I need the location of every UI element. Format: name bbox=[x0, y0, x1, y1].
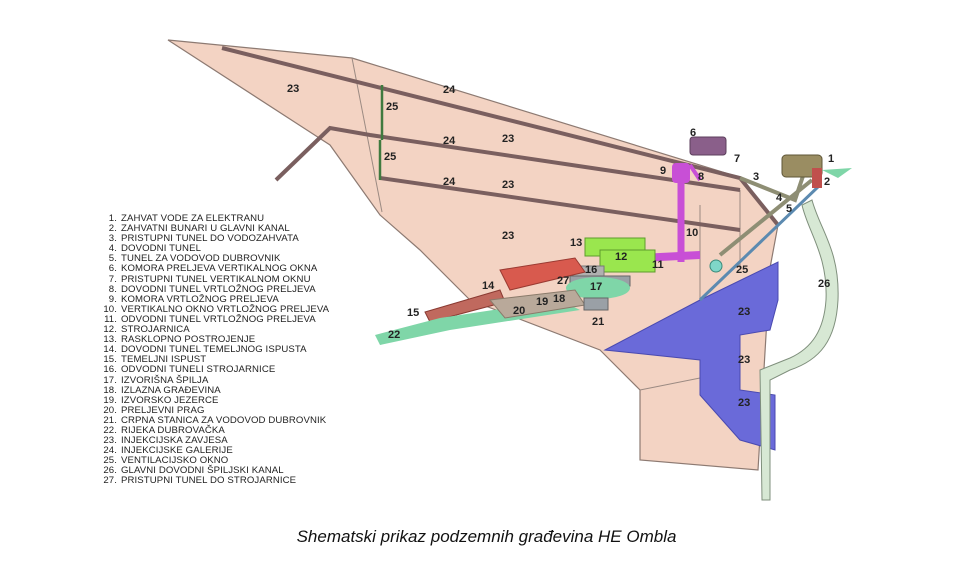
spring-cave bbox=[566, 277, 630, 299]
label-24: 24 bbox=[443, 176, 456, 188]
diagram-labels: 23 24 25 24 23 25 24 23 23 6 7 9 8 1 2 3… bbox=[287, 83, 834, 409]
label-2: 2 bbox=[824, 176, 830, 188]
label-18: 18 bbox=[553, 293, 565, 305]
injection-curtain-dark bbox=[603, 261, 779, 451]
legend-item: 26.GLAVNI DOVODNI ŠPILJSKI KANAL bbox=[103, 465, 284, 477]
legend-item: 4.DOVODNI TUNEL bbox=[108, 243, 202, 255]
intake-green-channel bbox=[822, 168, 852, 178]
label-27: 27 bbox=[557, 275, 569, 287]
legend-item: 1.ZAHVAT VODE ZA ELEKTRANU bbox=[108, 213, 265, 224]
vortex-supply-tunnel bbox=[688, 163, 702, 182]
legend-item: 25.VENTILACIJSKO OKNO bbox=[103, 455, 229, 467]
legend-item: 23.INJEKCIJSKA ZAVJESA bbox=[103, 435, 228, 447]
label-13: 13 bbox=[570, 237, 582, 249]
supply-tunnel bbox=[718, 178, 814, 257]
label-4: 4 bbox=[776, 192, 783, 204]
label-25: 25 bbox=[386, 101, 398, 113]
legend-item: 6.KOMORA PRELJEVA VERTIKALNOG OKNA bbox=[108, 263, 318, 275]
legend-item: 14.DOVODNI TUNEL TEMELJNOG ISPUSTA bbox=[103, 344, 307, 356]
label-6: 6 bbox=[690, 127, 696, 139]
legend-item: 13.RASKLOPNO POSTROJENJE bbox=[103, 334, 256, 346]
label-9: 9 bbox=[660, 165, 666, 177]
legend-item: 20.PRELJEVNI PRAG bbox=[103, 404, 205, 416]
label-24: 24 bbox=[443, 135, 456, 147]
label-23: 23 bbox=[738, 397, 750, 409]
legend-item: 18.IZLAZNA GRAĐEVINA bbox=[103, 384, 221, 396]
legend-item: 2.ZAHVATNI BUNARI U GLAVNI KANAL bbox=[108, 223, 290, 235]
main-spring-channel bbox=[759, 199, 839, 501]
dubrovnik-supply-tunnel bbox=[698, 183, 822, 302]
foundation-outlet-tunnel bbox=[499, 257, 586, 291]
legend-item: 11.ODVODNI TUNEL VRTLOŽNOG PRELJEVA bbox=[104, 313, 316, 325]
legend-item: 19.IZVORSKO JEZERCE bbox=[103, 394, 219, 406]
pumping-station bbox=[583, 297, 609, 311]
label-23: 23 bbox=[502, 230, 514, 242]
label-23: 23 bbox=[738, 306, 750, 318]
label-5: 5 bbox=[786, 203, 792, 215]
legend-item: 9.KOMORA VRTLOŽNOG PRELJEVA bbox=[108, 293, 279, 305]
label-24: 24 bbox=[443, 84, 456, 96]
label-10: 10 bbox=[686, 227, 698, 239]
label-19: 19 bbox=[536, 296, 548, 308]
outlet-drum bbox=[709, 259, 723, 273]
label-12: 12 bbox=[615, 251, 627, 263]
legend-item: 5.TUNEL ZA VODOVOD DUBROVNIK bbox=[108, 253, 281, 265]
legend-item: 21.CRPNA STANICA ZA VODOVOD DUBROVNIK bbox=[103, 414, 327, 426]
label-26: 26 bbox=[818, 278, 830, 290]
legend-item: 15.TEMELJNI ISPUST bbox=[103, 354, 207, 366]
access-tunnel-intake bbox=[739, 169, 807, 203]
legend-item: 12.STROJARNICA bbox=[103, 324, 190, 336]
label-8: 8 bbox=[698, 171, 704, 183]
legend-item: 22.RIJEKA DUBROVAČKA bbox=[103, 424, 225, 436]
label-25: 25 bbox=[384, 151, 396, 163]
label-16: 16 bbox=[585, 264, 597, 276]
legend: 1.ZAHVAT VODE ZA ELEKTRANU 2.ZAHVATNI BU… bbox=[97, 213, 330, 487]
injection-gallery-middle bbox=[274, 125, 741, 192]
intake-wells bbox=[812, 168, 822, 188]
powerhouse bbox=[599, 249, 656, 273]
label-11: 11 bbox=[652, 259, 664, 271]
legend-item: 3.PRISTUPNI TUNEL DO VODOZAHVATA bbox=[108, 233, 299, 245]
overflow-chamber bbox=[689, 136, 727, 156]
vortex-chamber bbox=[672, 163, 690, 183]
legend-item: 27.PRISTUPNI TUNEL DO STROJARNICE bbox=[103, 475, 297, 487]
legend-item: 10.VERTIKALNO OKNO VRTLOŽNOG PRELJEVA bbox=[103, 303, 330, 315]
label-15: 15 bbox=[407, 307, 419, 319]
caption: Shematski prikaz podzemnih građevina HE … bbox=[296, 527, 677, 546]
label-23: 23 bbox=[502, 133, 514, 145]
label-21: 21 bbox=[592, 316, 604, 328]
label-23: 23 bbox=[738, 354, 750, 366]
legend-item: 8.DOVODNI TUNEL VRTLOŽNOG PRELJEVA bbox=[108, 283, 316, 295]
label-20: 20 bbox=[513, 305, 525, 317]
label-7: 7 bbox=[734, 153, 740, 165]
label-3: 3 bbox=[753, 171, 759, 183]
label-14: 14 bbox=[482, 280, 495, 292]
label-17: 17 bbox=[590, 281, 602, 293]
legend-item: 16.ODVODNI TUNELI STROJARNICE bbox=[103, 364, 276, 376]
label-23: 23 bbox=[287, 83, 299, 95]
label-22: 22 bbox=[388, 329, 400, 341]
label-25: 25 bbox=[736, 264, 748, 276]
legend-item: 24.INJEKCIJSKE GALERIJE bbox=[103, 445, 233, 457]
label-23: 23 bbox=[502, 179, 514, 191]
legend-item: 17.IZVORIŠNA ŠPILJA bbox=[103, 374, 209, 386]
legend-item: 7.PRISTUPNI TUNEL VERTIKALNOM OKNU bbox=[108, 273, 311, 285]
label-1: 1 bbox=[828, 153, 834, 165]
